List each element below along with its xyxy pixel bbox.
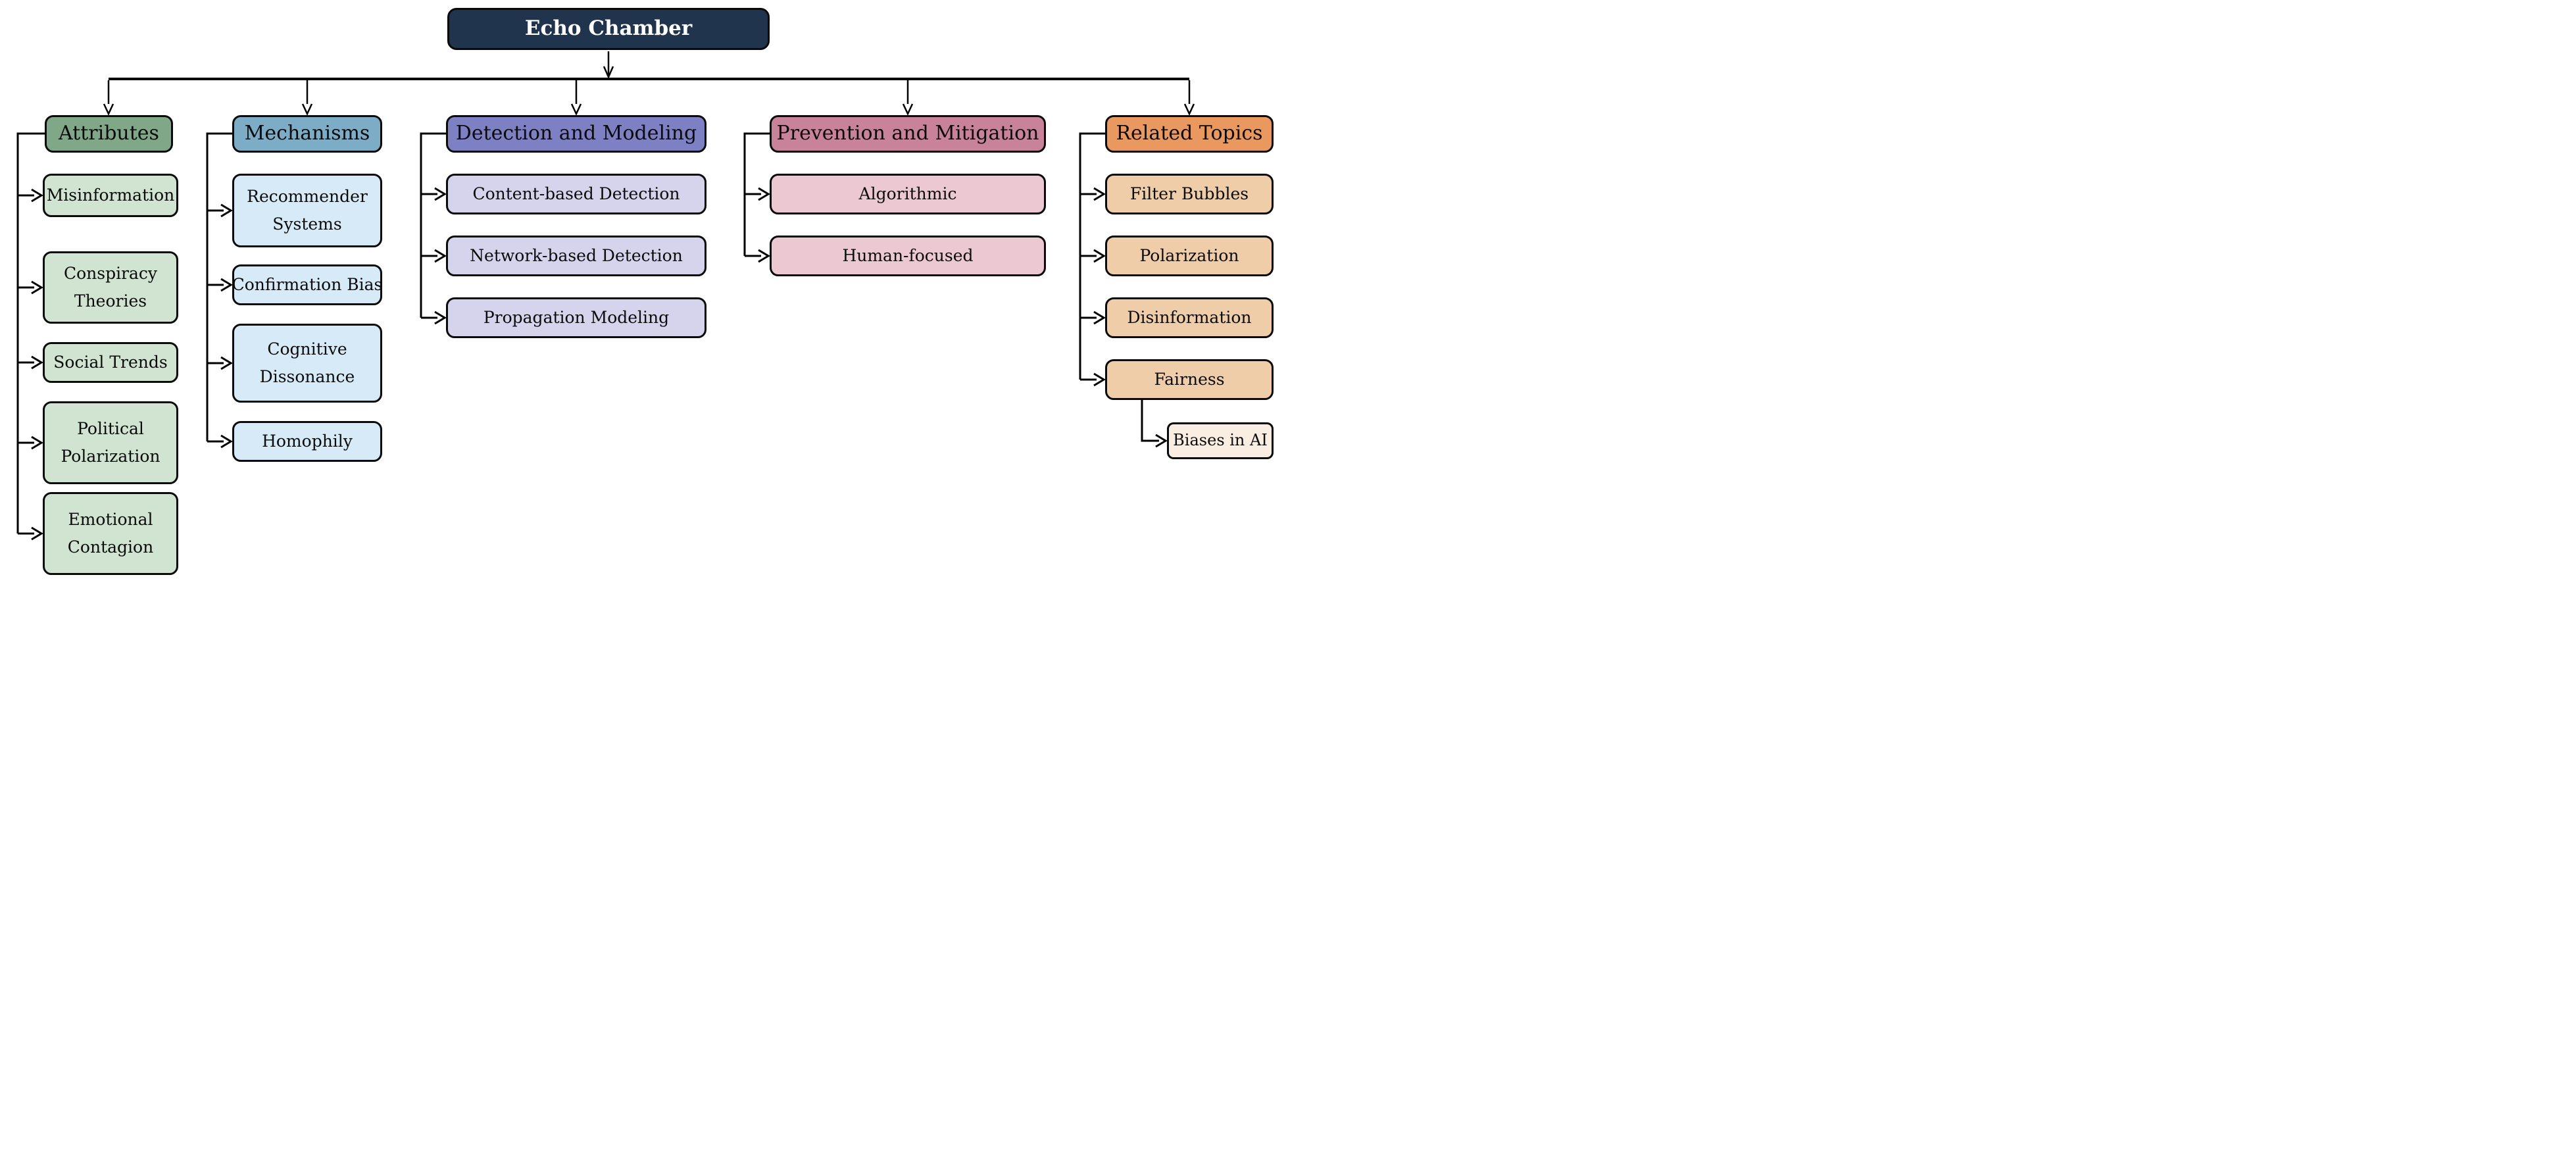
node-human-focused: Human-focused xyxy=(770,236,1046,276)
mechanisms-connectors xyxy=(206,132,233,449)
related-connectors xyxy=(1079,132,1106,387)
node-political-polarization: Political Polarization xyxy=(43,401,178,484)
node-propagation-modeling: Propagation Modeling xyxy=(446,297,706,338)
node-content-based-detection: Content-based Detection xyxy=(446,174,706,214)
branch-header-attributes: Attributes xyxy=(45,115,173,153)
node-biases-in-ai: Biases in AI xyxy=(1167,422,1274,459)
node-misinformation: Misinformation xyxy=(43,174,178,217)
branch-header-prevention-and-mitigation: Prevention and Mitigation xyxy=(770,115,1046,153)
node-confirmation-bias: Confirmation Bias xyxy=(232,264,382,305)
detection-connectors xyxy=(420,132,447,325)
node-algorithmic: Algorithmic xyxy=(770,174,1046,214)
attributes-connectors xyxy=(16,132,45,541)
node-cognitive-dissonance: Cognitive Dissonance xyxy=(232,324,382,403)
root-node-echo-chamber: Echo Chamber xyxy=(447,8,770,50)
root-connector xyxy=(109,51,1189,80)
node-homophily: Homophily xyxy=(232,421,382,462)
node-filter-bubbles: Filter Bubbles xyxy=(1105,174,1274,214)
fairness-subchild-connector xyxy=(1141,400,1168,448)
prevention-connectors xyxy=(743,132,770,263)
branch-header-mechanisms: Mechanisms xyxy=(232,115,382,153)
node-recommender-systems: Recommender Systems xyxy=(232,174,382,247)
branch-header-detection-and-modeling: Detection and Modeling xyxy=(446,115,706,153)
connector-lines xyxy=(16,51,1195,541)
echo-chamber-taxonomy-diagram: Echo Chamber Attributes Misinformation C… xyxy=(0,0,1288,586)
node-polarization: Polarization xyxy=(1105,236,1274,276)
branch-header-related-topics: Related Topics xyxy=(1105,115,1274,153)
node-emotional-contagion: Emotional Contagion xyxy=(43,492,178,575)
node-conspiracy-theories: Conspiracy Theories xyxy=(43,251,178,324)
branch-drop-connectors xyxy=(103,80,1195,116)
node-disinformation: Disinformation xyxy=(1105,297,1274,338)
node-social-trends: Social Trends xyxy=(43,342,178,383)
node-fairness: Fairness xyxy=(1105,359,1274,400)
node-network-based-detection: Network-based Detection xyxy=(446,236,706,276)
